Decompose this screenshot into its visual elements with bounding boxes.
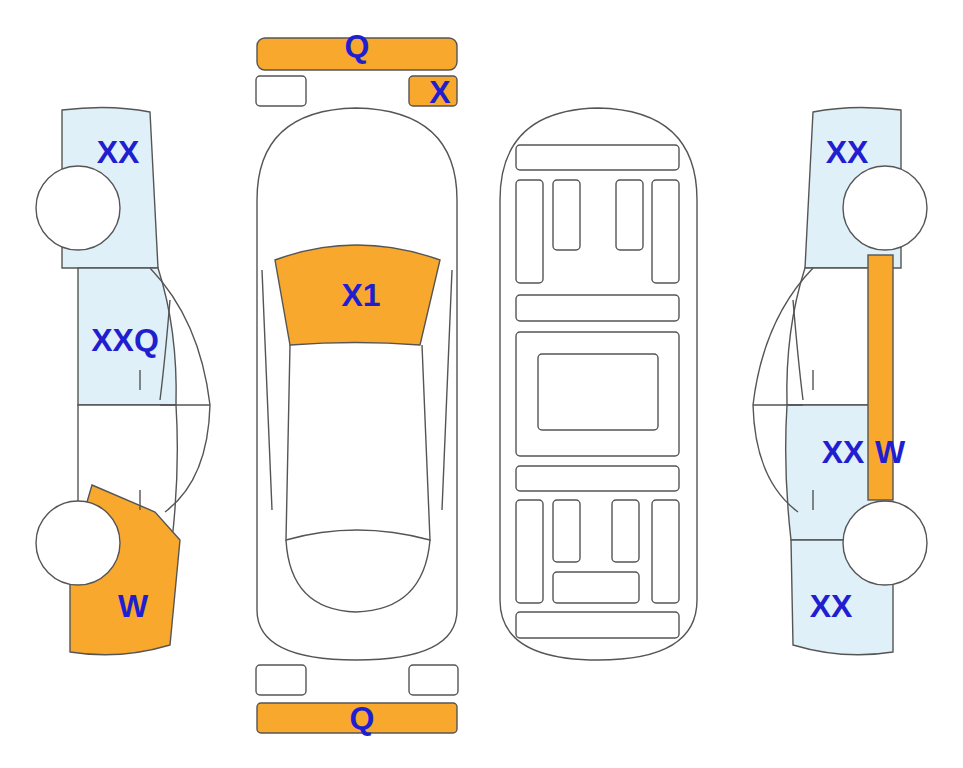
taillight bbox=[256, 665, 306, 695]
rear-window bbox=[286, 540, 430, 612]
damage-code: XX bbox=[822, 436, 865, 468]
car-top-outline bbox=[257, 108, 457, 660]
right-side bbox=[753, 107, 927, 654]
damage-code: Q bbox=[350, 702, 375, 734]
damage-code: W bbox=[118, 590, 148, 622]
headlight bbox=[256, 76, 306, 106]
damage-code: W bbox=[875, 436, 905, 468]
damage-code: XX bbox=[810, 590, 853, 622]
damage-code: XXQ bbox=[91, 324, 159, 356]
damage-code: X bbox=[429, 76, 450, 108]
left-side bbox=[36, 107, 210, 654]
underbody bbox=[500, 108, 697, 660]
damage-code: XX bbox=[97, 136, 140, 168]
windshield bbox=[275, 245, 440, 345]
damage-code: XX bbox=[826, 136, 869, 168]
damage-code: X1 bbox=[341, 279, 380, 311]
taillight bbox=[409, 665, 458, 695]
damage-code: Q bbox=[345, 30, 370, 62]
pillars bbox=[262, 270, 452, 510]
rear-bumper bbox=[257, 703, 457, 733]
roof bbox=[286, 345, 430, 540]
